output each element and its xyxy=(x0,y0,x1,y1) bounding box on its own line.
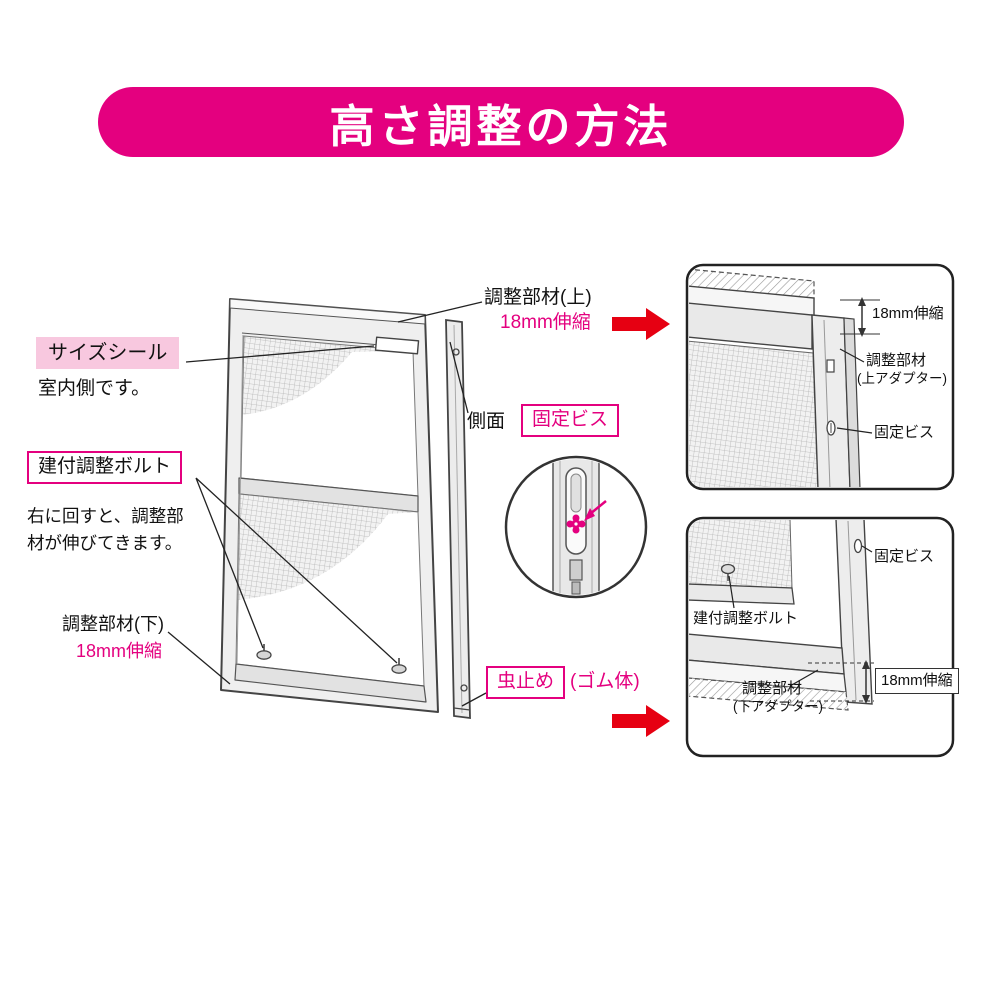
size-seal-sticker xyxy=(374,336,420,355)
detail-panel-bottom xyxy=(685,516,955,758)
label-db-fit-bolt: 建付調整ボルト xyxy=(693,610,799,627)
label-fixing-screw: 固定ビス xyxy=(521,404,620,437)
dt-fixing-screw xyxy=(826,420,836,436)
door-bottom-rail xyxy=(234,663,427,703)
label-db-adjuster-line2: (下アダプター) xyxy=(733,699,823,714)
dt-notch xyxy=(826,359,835,373)
label-dt-range: 18mm伸縮 xyxy=(872,305,944,322)
screen-door-drawing xyxy=(220,298,439,713)
label-size-seal-note: 室内側です。 xyxy=(38,378,151,399)
db-mid-rail xyxy=(689,583,795,605)
dt-mesh xyxy=(689,340,819,487)
db-mesh xyxy=(689,520,793,589)
page-title: 高さ調整の方法 xyxy=(329,100,673,152)
fit-bolt-description: 右に回すと、調整部 材が伸びてきます。 xyxy=(27,503,184,557)
db-fit-bolt-head xyxy=(720,563,736,581)
label-dt-adjuster-line2: (上アダプター) xyxy=(857,371,947,386)
db-dimension-arrow xyxy=(862,660,870,704)
label-adjuster-top-range: 18mm伸縮 xyxy=(500,312,591,333)
db-fixing-screw xyxy=(853,538,863,554)
label-adjuster-top: 調整部材(上) xyxy=(484,287,592,308)
fit-bolt-desc-line2: 材が伸びてきます。 xyxy=(27,533,183,554)
mesh-sheen-upper xyxy=(241,351,418,496)
label-adjuster-bottom: 調整部材(下) xyxy=(62,614,164,634)
label-bug-stopper-material: (ゴム体) xyxy=(570,671,640,692)
label-bug-stopper: 虫止め xyxy=(486,666,566,699)
label-fit-bolt: 建付調整ボルト xyxy=(27,451,183,484)
screw-pointer-arrow-icon xyxy=(584,500,607,521)
fit-bolt-desc-line1: 右に回すと、調整部 xyxy=(27,506,184,526)
detail-panel-top xyxy=(685,263,955,491)
detail-arrow-top-icon xyxy=(612,308,670,340)
label-dt-adjuster-line1: 調整部材 xyxy=(866,352,927,369)
fit-adjust-bolt-left xyxy=(256,644,272,660)
side-bar-screw-bottom xyxy=(460,684,468,692)
db-right-stile xyxy=(835,520,873,705)
leader-lines xyxy=(167,301,487,707)
mesh-sheen-lower xyxy=(236,512,424,686)
side-frame-bar xyxy=(445,318,471,720)
label-size-seal: サイズシール xyxy=(36,337,180,369)
dt-top-rail xyxy=(689,302,813,350)
label-db-fixing-screw: 固定ビス xyxy=(874,548,935,565)
dt-dimension-arrow xyxy=(858,297,866,337)
title-banner: 高さ調整の方法 xyxy=(98,87,904,157)
fixing-screw-inset xyxy=(504,455,648,599)
db-extension-hatch xyxy=(689,677,849,711)
label-db-adjuster-line1: 調整部材 xyxy=(742,680,803,697)
dt-right-stile xyxy=(811,314,851,487)
label-dt-fixing-screw: 固定ビス xyxy=(874,424,935,441)
label-adjuster-bottom-range: 18mm伸縮 xyxy=(76,641,163,661)
label-db-range: 18mm伸縮 xyxy=(875,668,959,694)
detail-arrow-bottom-icon xyxy=(612,705,670,737)
fit-adjust-bolt-right xyxy=(391,658,407,674)
door-top-adapter-strip xyxy=(229,298,426,325)
label-side-face: 側面 xyxy=(467,411,506,432)
